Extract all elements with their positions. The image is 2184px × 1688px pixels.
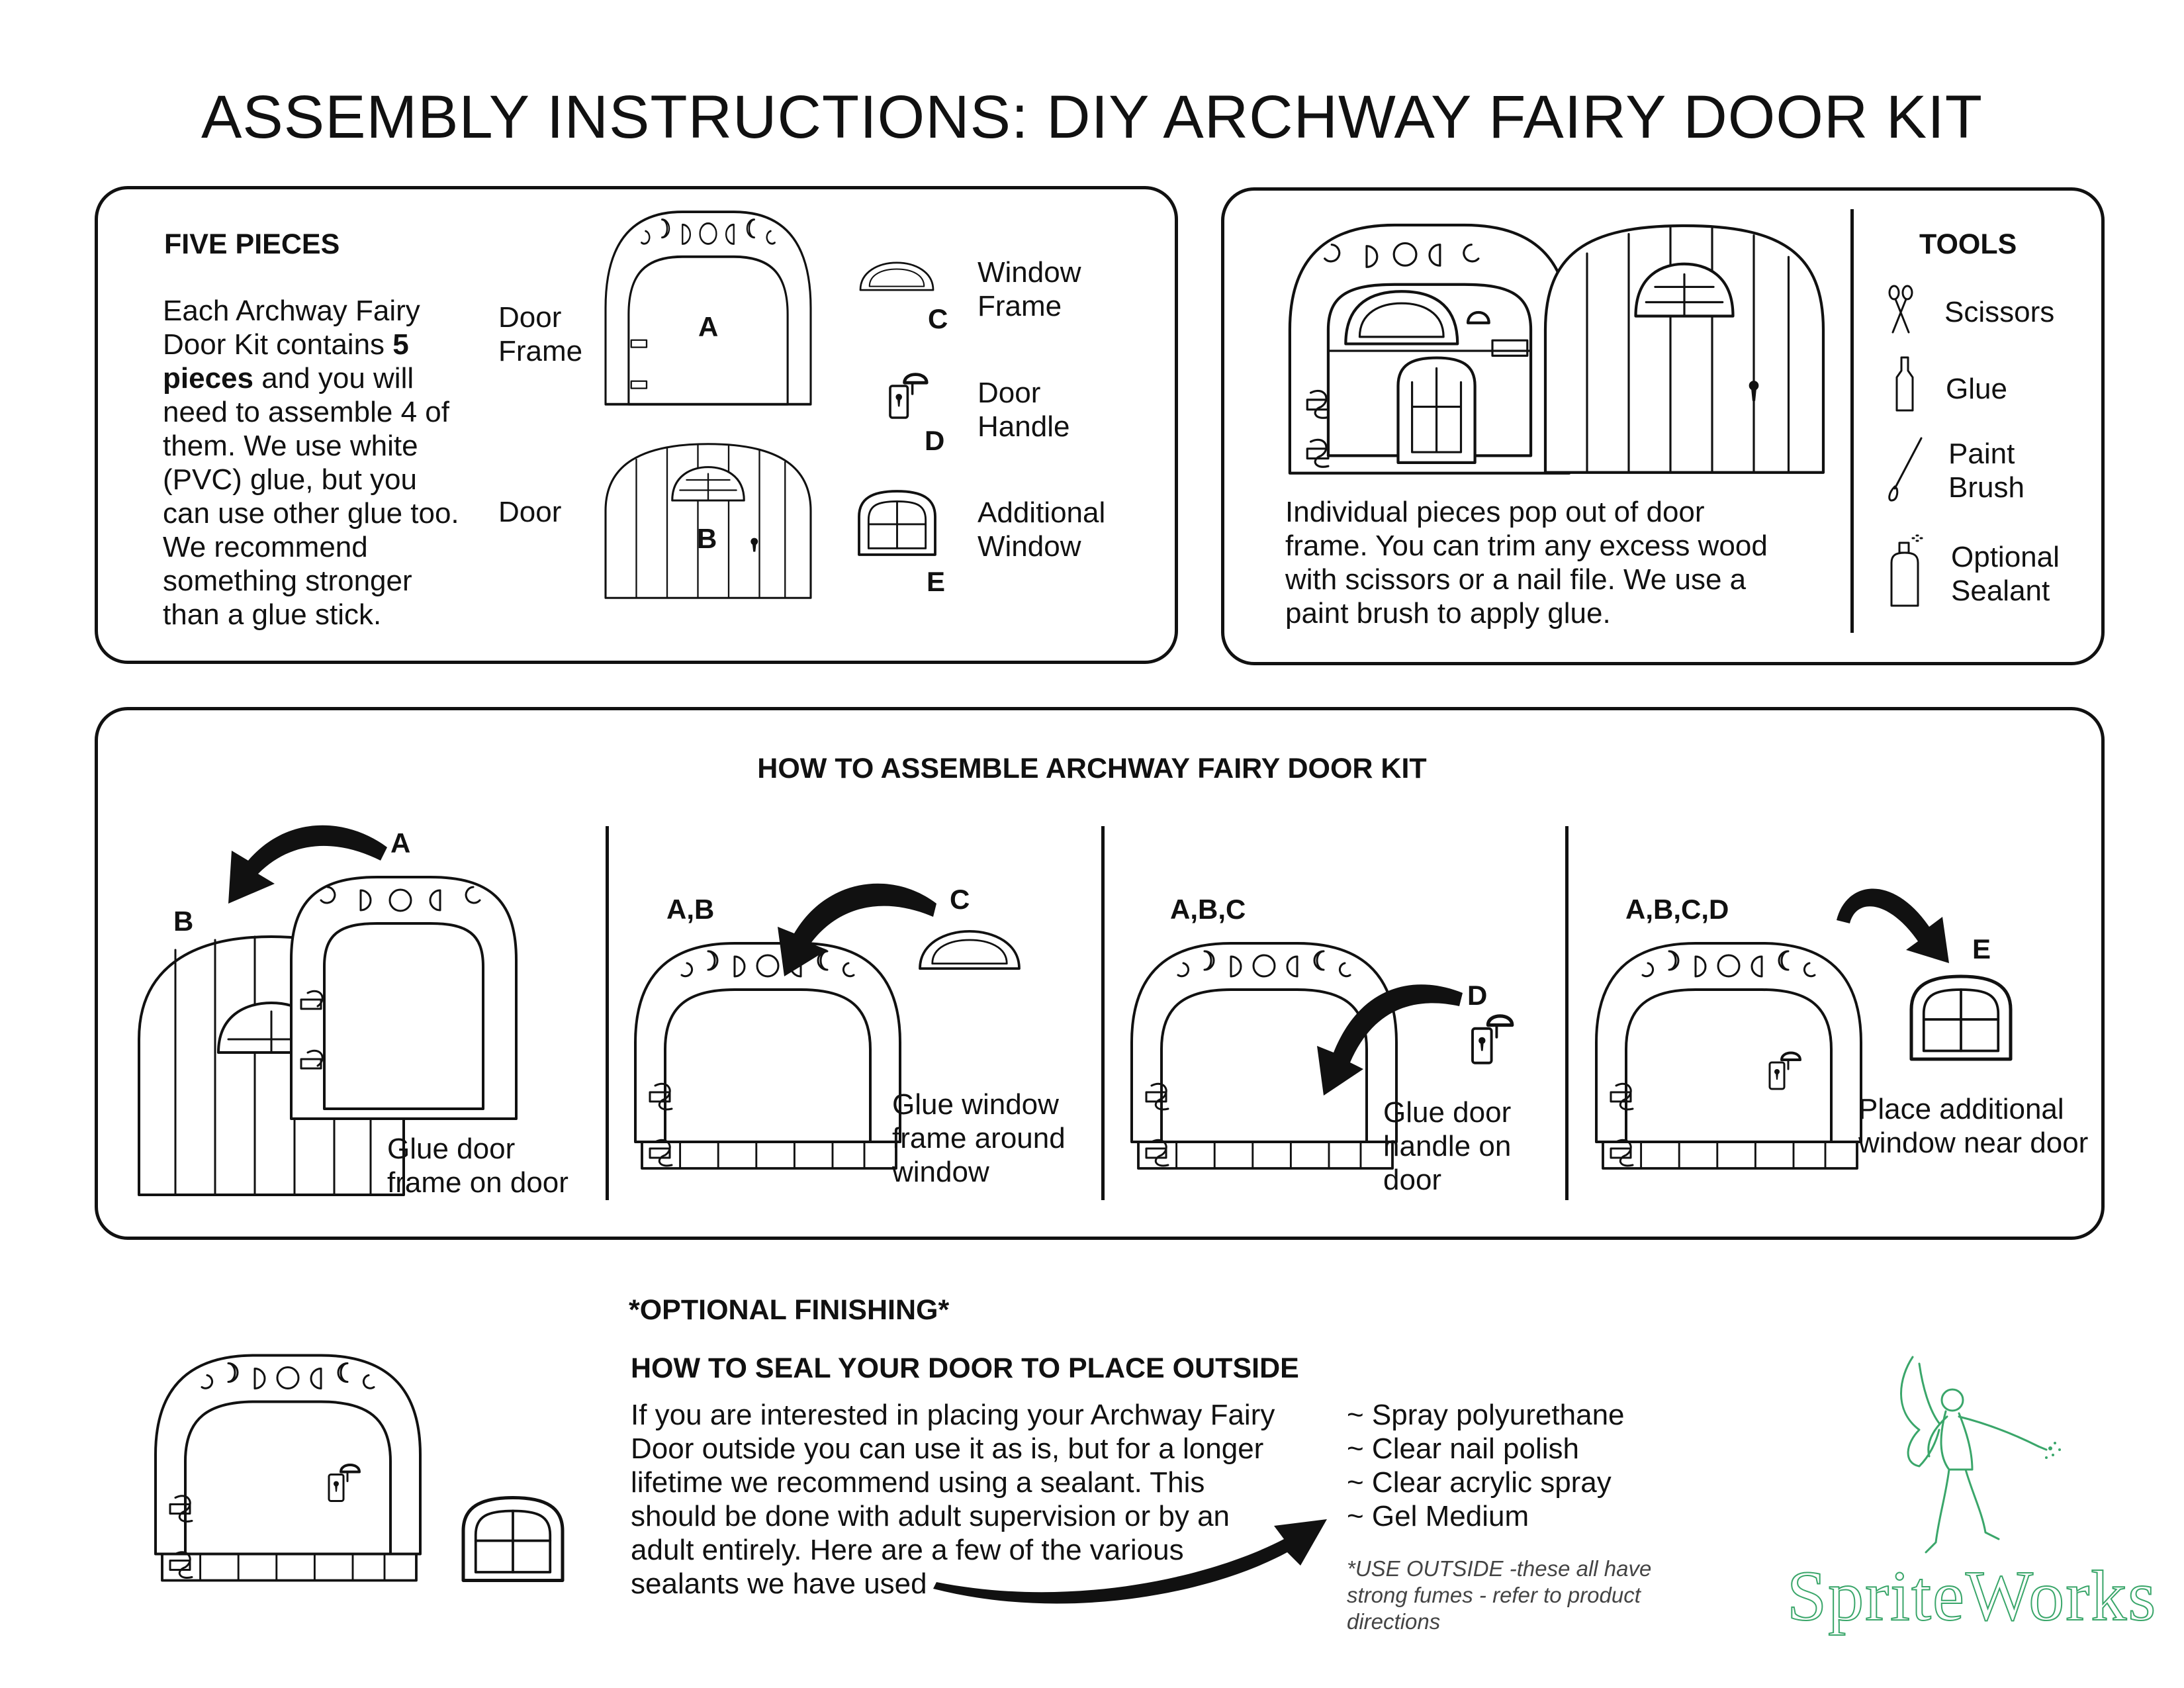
door-frame-piece-a xyxy=(604,211,812,406)
step1-caption: Glue door frame on door xyxy=(387,1133,569,1199)
door-frame-label: Door Frame xyxy=(498,301,583,367)
step4-additional-window xyxy=(1911,973,2011,1062)
door-handle-piece-d xyxy=(890,369,930,422)
seal-door-heading: HOW TO SEAL YOUR DOOR TO PLACE OUTSIDE xyxy=(631,1352,1299,1384)
door-piece-b xyxy=(604,443,812,599)
five-pieces-description: Each Archway Fairy Door Kit contains 5 p… xyxy=(163,294,467,632)
piece-letter-c: C xyxy=(928,303,948,334)
fairy-logo-icon xyxy=(1900,1356,2061,1554)
sealant-item-2: ~ Clear nail polish xyxy=(1347,1432,1579,1465)
step4-arrow xyxy=(1837,888,1949,963)
step4-caption: Place additional window near door xyxy=(1858,1093,2089,1159)
glue-bottle-icon xyxy=(1895,356,1914,412)
seal-door-body: If you are interested in placing your Ar… xyxy=(631,1399,1275,1600)
step2-door-illustration xyxy=(635,943,900,1198)
door-sheet-illustration xyxy=(1543,224,1825,474)
five-pieces-panel xyxy=(95,186,1178,664)
step2-caption: Glue window frame around window xyxy=(892,1088,1066,1188)
desc-bold: 5 pieces xyxy=(163,328,409,395)
desc-post: and you will need to assemble 4 of them.… xyxy=(163,362,459,631)
popout-description: Individual pieces pop out of door frame.… xyxy=(1285,496,1768,630)
step2-arrow xyxy=(778,883,936,976)
tools-heading: TOOLS xyxy=(1919,228,2017,260)
finished-additional-window xyxy=(463,1493,563,1585)
step1-tag-a: A xyxy=(390,827,411,859)
window-frame-piece-c xyxy=(859,261,934,291)
piece-letter-a: A xyxy=(698,311,719,342)
piece-letter-e: E xyxy=(927,566,946,597)
window-frame-label: Window Frame xyxy=(978,256,1081,322)
step4-door-illustration xyxy=(1596,943,1861,1198)
step-divider-2 xyxy=(1101,826,1105,1200)
tool-label-sealant: Optional Sealant xyxy=(1951,541,2060,607)
step3-tag-d: D xyxy=(1467,980,1488,1011)
step-divider-3 xyxy=(1565,826,1569,1200)
step2-tag-ab: A,B xyxy=(666,894,715,925)
spriteworks-logo: SpriteWorks xyxy=(1786,1556,2158,1636)
door-handle-label: Door Handle xyxy=(978,377,1070,443)
page-title: ASSEMBLY INSTRUCTIONS: DIY ARCHWAY FAIRY… xyxy=(201,83,1983,151)
spray-bottle-icon xyxy=(1890,534,1923,607)
sealant-item-1: ~ Spray polyurethane xyxy=(1347,1399,1625,1431)
five-pieces-heading: FIVE PIECES xyxy=(164,228,340,260)
additional-window-label: Additional Window xyxy=(978,496,1106,563)
piece-letter-d: D xyxy=(925,425,945,456)
step2-tag-c: C xyxy=(950,884,970,915)
step3-tag-abc: A,B,C xyxy=(1170,894,1246,925)
sealant-arrow xyxy=(933,1519,1327,1604)
step3-arrow xyxy=(1317,984,1463,1096)
optional-finishing-heading: *OPTIONAL FINISHING* xyxy=(629,1294,950,1326)
step1-illustration xyxy=(138,876,518,1196)
step3-caption: Glue door handle on door xyxy=(1383,1096,1512,1196)
tool-label-scissors: Scissors xyxy=(1944,296,2055,328)
door-frame-sheet-illustration xyxy=(1288,223,1571,475)
step-divider-1 xyxy=(606,826,609,1200)
step4-tag-e: E xyxy=(1972,933,1991,964)
tool-label-paint-brush: Paint Brush xyxy=(1948,438,2025,504)
tool-label-glue: Glue xyxy=(1946,373,2007,405)
step4-tag-abcd: A,B,C,D xyxy=(1625,894,1729,925)
piece-letter-b: B xyxy=(697,523,717,554)
sealant-item-4: ~ Gel Medium xyxy=(1347,1500,1529,1532)
step1-tag-b: B xyxy=(173,906,194,937)
tools-divider xyxy=(1850,209,1854,633)
assemble-heading: HOW TO ASSEMBLE ARCHWAY FAIRY DOOR KIT xyxy=(757,753,1427,784)
finished-door-illustration xyxy=(156,1350,420,1615)
step3-handle xyxy=(1473,1009,1516,1069)
paint-brush-icon xyxy=(1888,437,1923,502)
how-to-assemble-panel xyxy=(95,707,2105,1240)
sealant-item-3: ~ Clear acrylic spray xyxy=(1347,1466,1612,1499)
outside-warning: *USE OUTSIDE -these all have strong fume… xyxy=(1347,1556,1652,1634)
step1-arrow xyxy=(228,825,387,904)
popout-tools-panel xyxy=(1221,187,2105,665)
sealant-list: ~ Spray polyurethane ~ Clear nail polish… xyxy=(1347,1398,1691,1533)
scissors-icon xyxy=(1888,285,1913,334)
additional-window-piece-e xyxy=(858,490,936,556)
door-label: Door xyxy=(498,496,562,528)
desc-pre: Each Archway Fairy Door Kit contains xyxy=(163,295,420,361)
